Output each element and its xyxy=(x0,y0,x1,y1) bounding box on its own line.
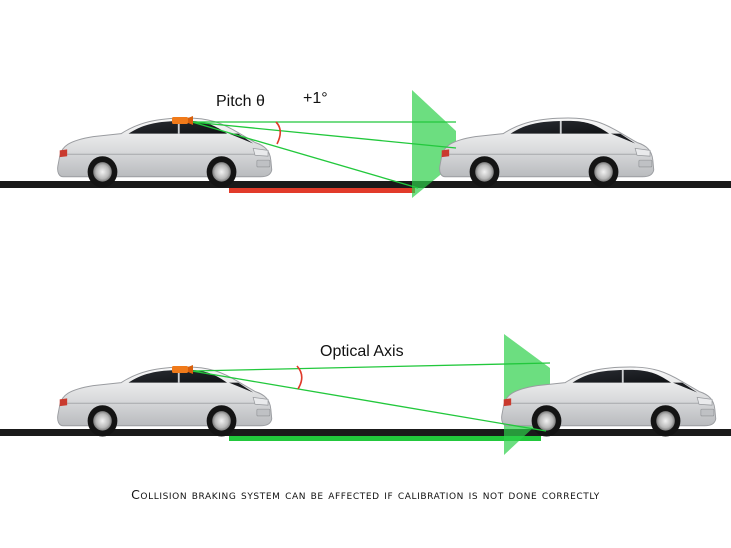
optical-axis-beam xyxy=(191,362,551,372)
car-icon xyxy=(56,366,273,438)
optical-axis-arc xyxy=(296,365,303,390)
camera-icon xyxy=(172,116,193,125)
car-icon xyxy=(438,117,655,189)
error-distance-bar xyxy=(229,188,415,193)
camera-beam-upper xyxy=(191,121,457,149)
angle-label: +1° xyxy=(303,90,328,107)
road-bottom xyxy=(0,429,731,436)
car-icon xyxy=(56,117,273,189)
caption: Collision braking system can be affected… xyxy=(131,487,600,502)
road-top xyxy=(0,181,731,188)
correct-distance-bar xyxy=(229,436,541,441)
bottom-scene: Optical Axis xyxy=(0,334,731,455)
camera-beam-lower xyxy=(191,370,547,432)
pitch-angle-arc xyxy=(275,121,282,145)
top-scene: Pitch θ +1° xyxy=(0,90,731,198)
pitch-label: Pitch θ xyxy=(216,93,265,110)
camera-beam-lower xyxy=(191,121,419,189)
camera-icon xyxy=(172,365,193,374)
optical-axis-label: Optical Axis xyxy=(320,343,404,360)
